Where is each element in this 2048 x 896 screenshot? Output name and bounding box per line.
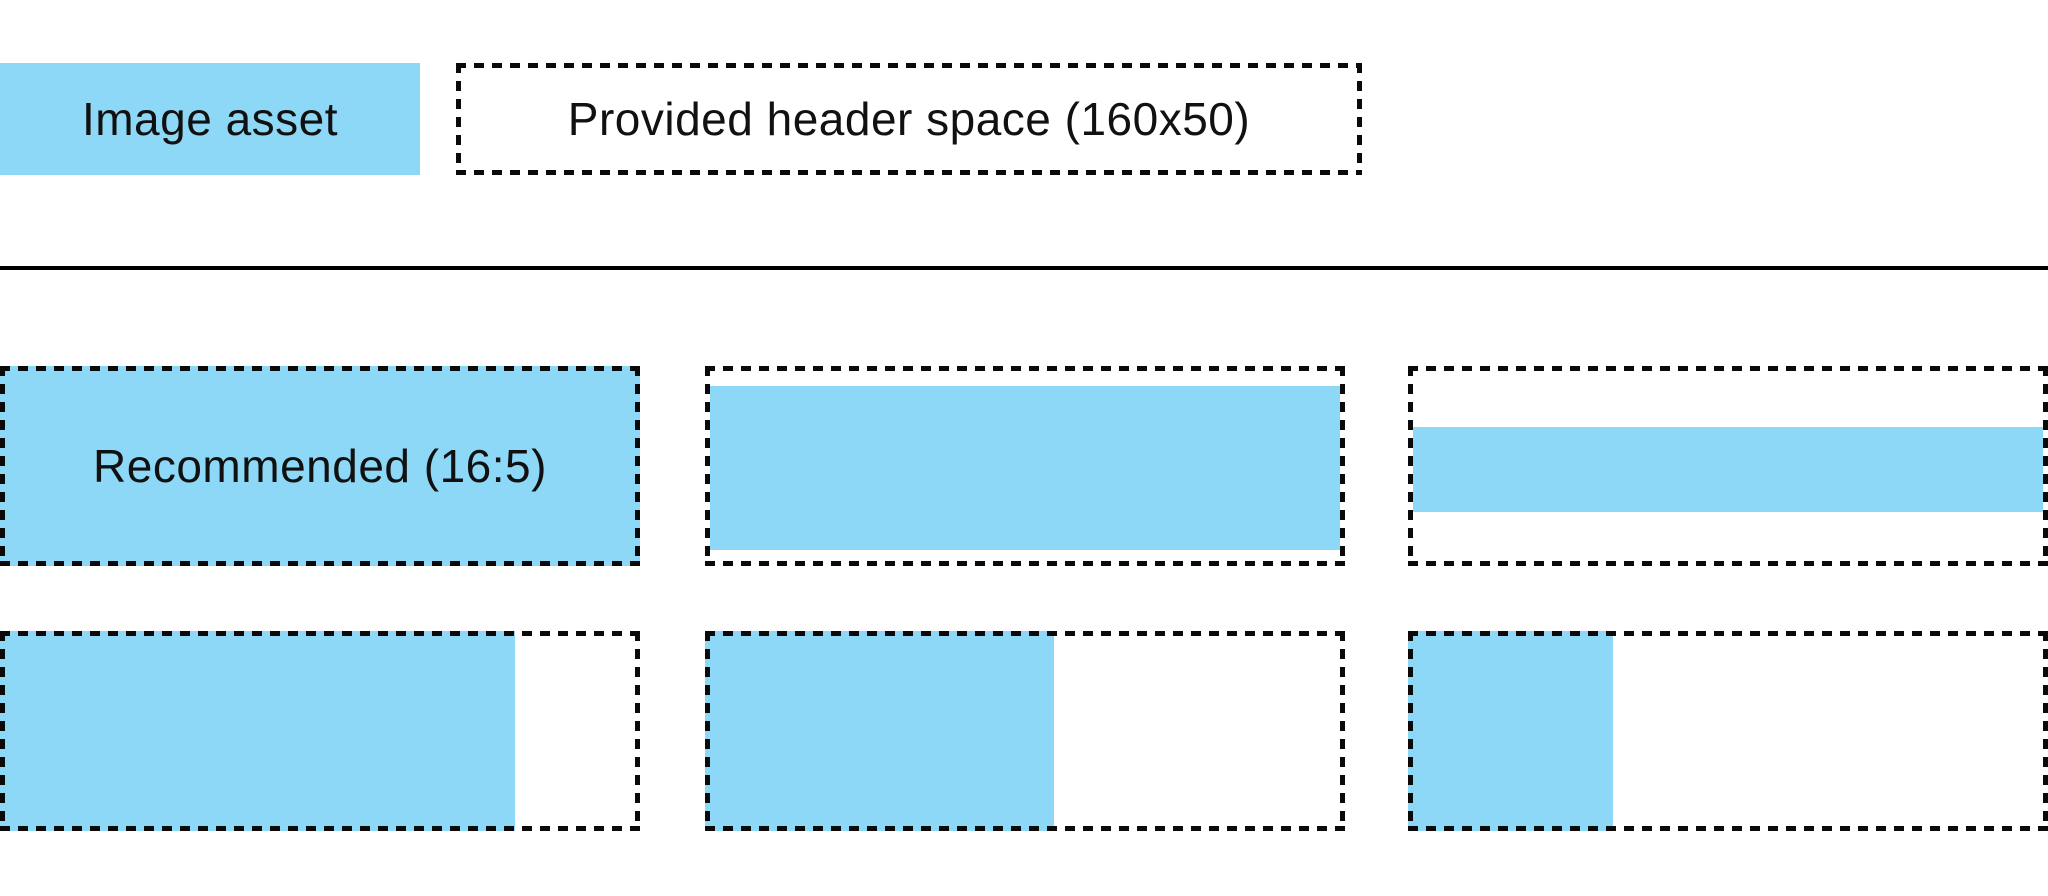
recommended-label: Recommended (16:5) (93, 440, 547, 492)
example-narrow-image-9-5 (705, 631, 1345, 831)
legend-header-space-label: Provided header space (160x50) (567, 93, 1251, 145)
image-asset-fill (0, 631, 516, 831)
image-asset-fill (710, 386, 1340, 550)
image-asset-fill (1413, 427, 2043, 512)
image-asset-fill (705, 631, 1054, 831)
example-recommended-16-5: Recommended (16:5) (0, 366, 640, 566)
legend-image-asset-label: Image asset (81, 93, 339, 145)
image-asset-fill (1408, 631, 1613, 831)
legend-header-space-box: Provided header space (160x50) (456, 63, 1362, 175)
section-divider-line (0, 266, 2048, 270)
example-widest-image-letterboxed (1408, 366, 2048, 566)
legend-image-asset-swatch: Image asset (0, 63, 420, 175)
example-square-image-1-1 (1408, 631, 2048, 831)
example-wide-image-letterboxed (705, 366, 1345, 566)
example-narrow-image-13-5 (0, 631, 640, 831)
